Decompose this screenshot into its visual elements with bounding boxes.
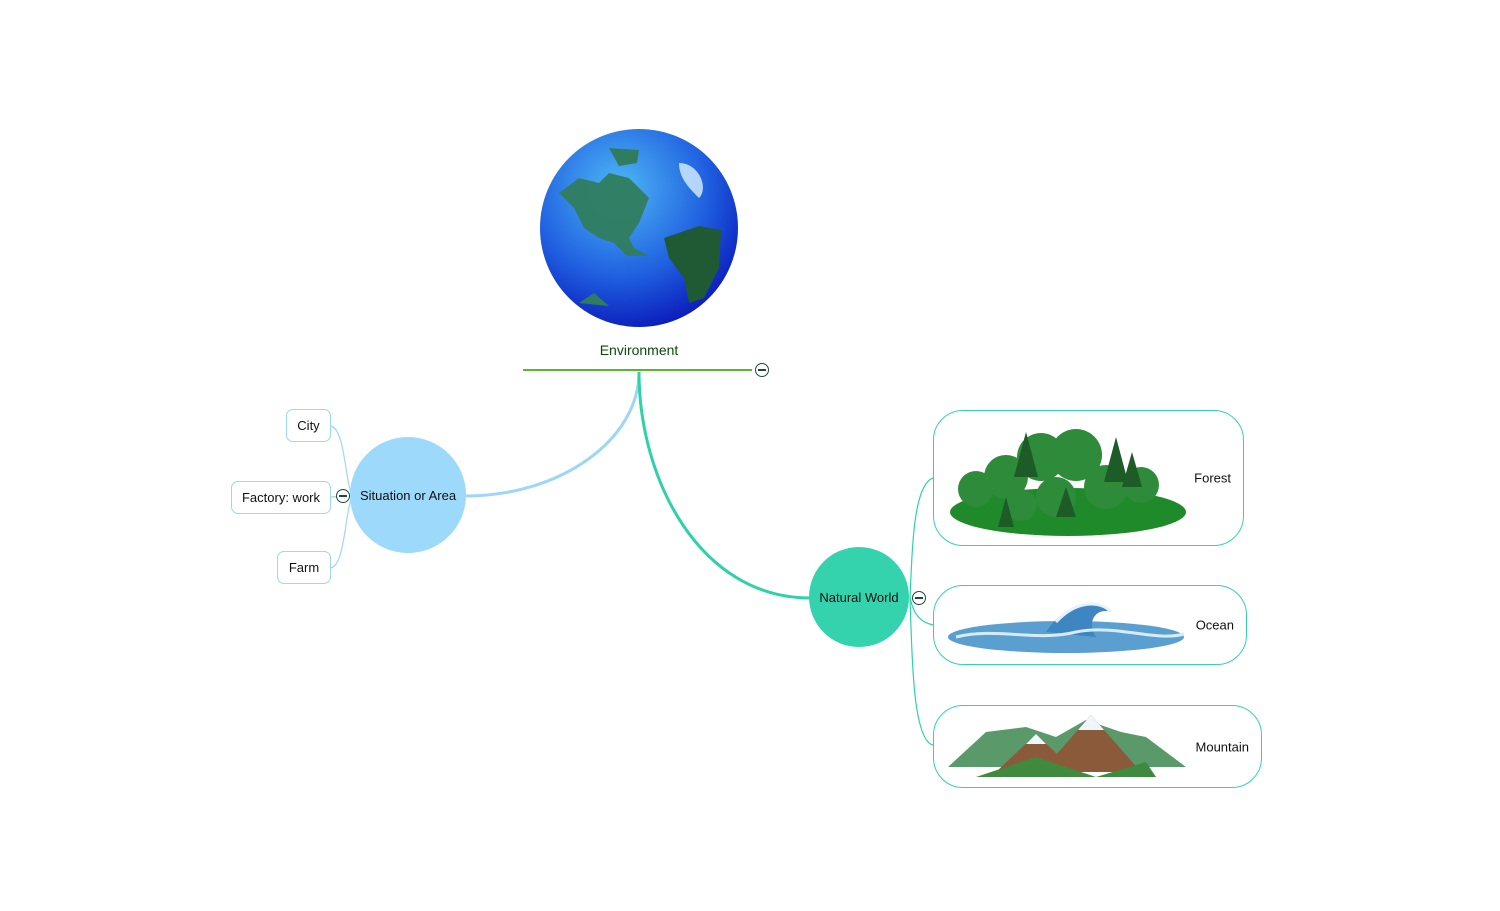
subtopic-forest[interactable]: Forest xyxy=(933,410,1244,546)
subtopic-ocean[interactable]: Ocean xyxy=(933,585,1247,665)
mountain-icon xyxy=(948,715,1186,777)
collapse-natural-world-button[interactable] xyxy=(912,591,926,605)
topic-label: Natural World xyxy=(819,589,899,605)
globe-icon[interactable] xyxy=(539,128,739,333)
topic-situation-or-area[interactable]: Situation or Area xyxy=(350,437,466,553)
link-natural-world xyxy=(637,371,811,600)
subtopic-label: Forest xyxy=(1194,470,1231,486)
subtopic-city[interactable]: City xyxy=(286,409,331,442)
subtopic-factory-work[interactable]: Factory: work xyxy=(231,481,331,514)
forest-icon xyxy=(950,429,1186,536)
link-situation xyxy=(465,371,641,498)
collapse-root-button[interactable] xyxy=(755,363,769,377)
topic-natural-world[interactable]: Natural World xyxy=(809,547,909,647)
subtopic-farm[interactable]: Farm xyxy=(277,551,331,584)
subtopic-label: Mountain xyxy=(1195,739,1249,754)
subtopic-mountain[interactable]: Mountain xyxy=(933,705,1262,788)
ocean-wave-icon xyxy=(948,602,1185,653)
links-natural-children xyxy=(909,477,934,746)
root-topic-label[interactable]: Environment xyxy=(599,342,679,358)
collapse-situation-button[interactable] xyxy=(336,489,350,503)
topic-label: Situation or Area xyxy=(359,487,457,503)
subtopic-label: Ocean xyxy=(1195,617,1234,633)
